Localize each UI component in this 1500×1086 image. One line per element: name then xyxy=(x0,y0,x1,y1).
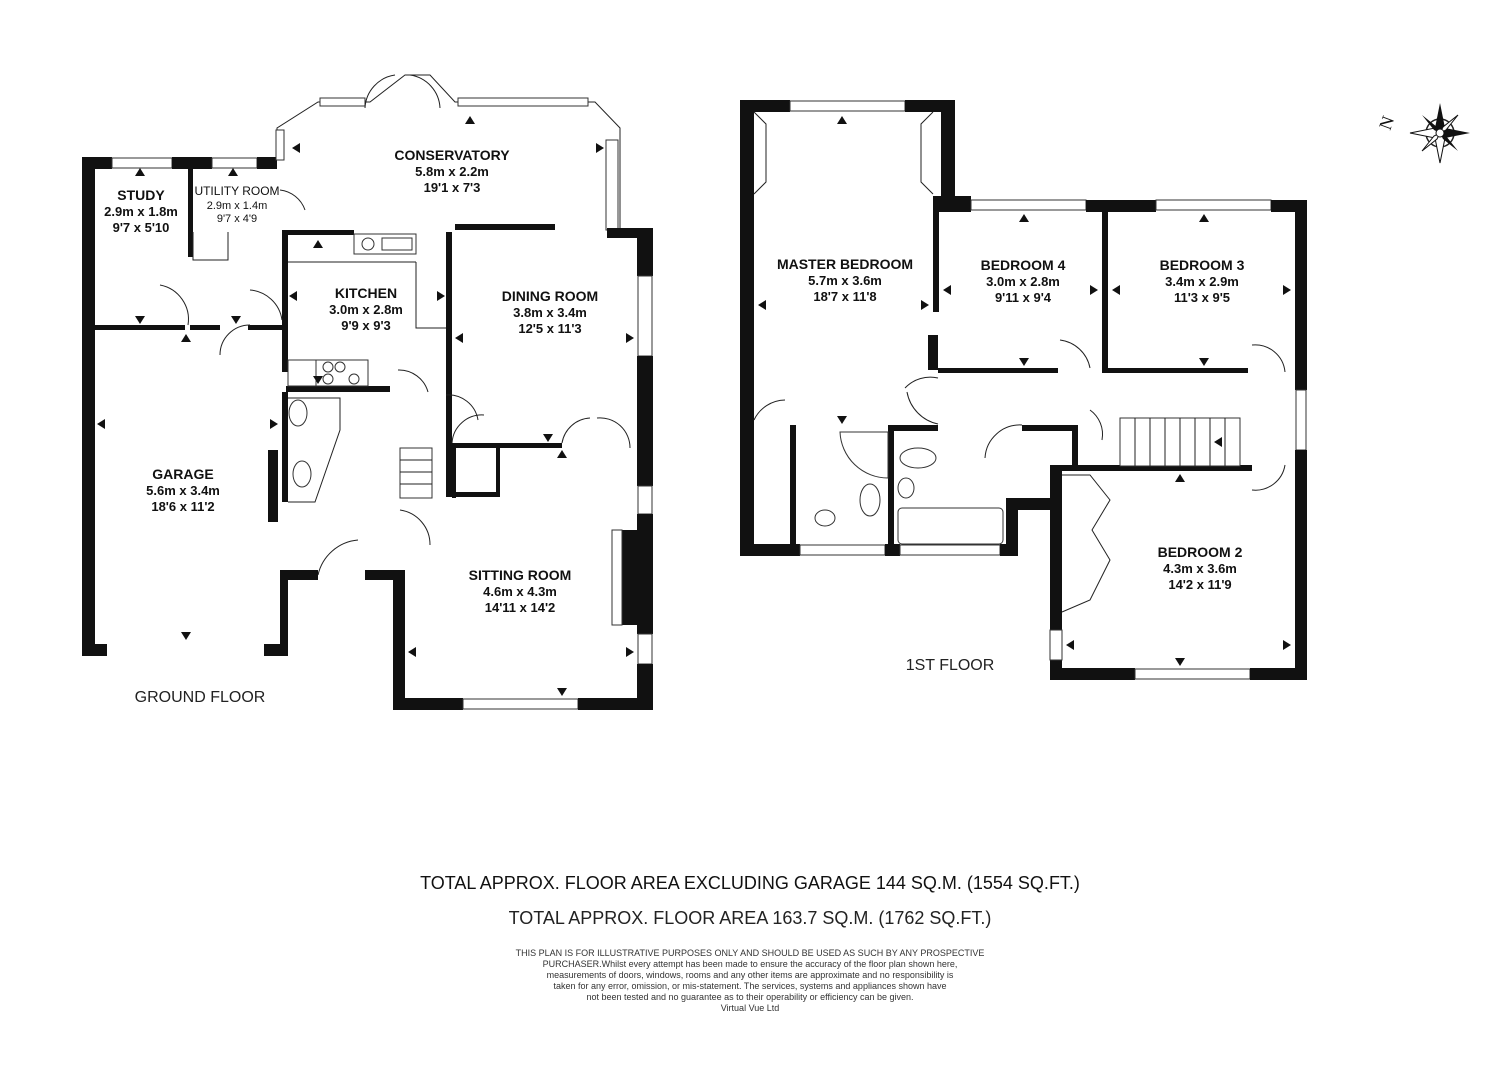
room-metric: 2.9m x 1.4m xyxy=(207,200,268,212)
room-imperial: 18'6 x 11'2 xyxy=(151,499,214,514)
room-name: BEDROOM 3 xyxy=(1160,257,1245,273)
room-imperial: 9'11 x 9'4 xyxy=(995,290,1052,305)
disclaimer-line: not been tested and no guarantee as to t… xyxy=(586,992,914,1002)
total-area: TOTAL APPROX. FLOOR AREA 163.7 SQ.M. (17… xyxy=(508,908,992,928)
room-metric: 3.0m x 2.8m xyxy=(329,302,403,317)
room-imperial: 11'3 x 9'5 xyxy=(1174,290,1230,305)
first-floor-walls xyxy=(740,100,1307,680)
room-name: SITTING ROOM xyxy=(469,567,572,583)
room-conservatory: CONSERVATORY 5.8m x 2.2m 19'1 x 7'3 xyxy=(394,147,510,195)
room-name: MASTER BEDROOM xyxy=(777,256,913,272)
room-imperial: 19'1 x 7'3 xyxy=(424,180,481,195)
room-metric: 3.4m x 2.9m xyxy=(1165,274,1239,289)
room-bedroom-2: BEDROOM 2 4.3m x 3.6m 14'2 x 11'9 xyxy=(1158,544,1243,592)
room-name: CONSERVATORY xyxy=(394,147,510,163)
ground-floor-arrows xyxy=(97,116,634,696)
ground-floor-walls xyxy=(82,74,653,710)
disclaimer-line: PURCHASER.Whilst every attempt has been … xyxy=(542,959,958,969)
room-kitchen: KITCHEN 3.0m x 2.8m 9'9 x 9'3 xyxy=(329,285,403,333)
room-dining-room: DINING ROOM 3.8m x 3.4m 12'5 x 11'3 xyxy=(502,288,598,336)
room-bedroom-4: BEDROOM 4 3.0m x 2.8m 9'11 x 9'4 xyxy=(981,257,1066,305)
room-imperial: 9'9 x 9'3 xyxy=(341,318,391,333)
disclaimer-line: Virtual Vue Ltd xyxy=(720,1003,780,1013)
room-name: GARAGE xyxy=(152,466,213,482)
room-imperial: 14'11 x 14'2 xyxy=(485,600,556,615)
room-name: UTILITY ROOM xyxy=(194,184,279,198)
disclaimer-line: THIS PLAN IS FOR ILLUSTRATIVE PURPOSES O… xyxy=(515,948,985,958)
room-imperial: 12'5 x 11'3 xyxy=(518,321,581,336)
ground-floor-label: GROUND FLOOR xyxy=(135,689,266,706)
room-metric: 3.0m x 2.8m xyxy=(986,274,1060,289)
ground-floor-fittings xyxy=(159,74,631,576)
first-floor-arrows xyxy=(758,116,1291,666)
room-garage: GARAGE 5.6m x 3.4m 18'6 x 11'2 xyxy=(146,466,220,514)
room-metric: 3.8m x 3.4m xyxy=(513,305,587,320)
room-name: BEDROOM 2 xyxy=(1158,544,1243,560)
first-floor-fittings xyxy=(753,111,1286,613)
room-name: DINING ROOM xyxy=(502,288,598,304)
disclaimer-line: measurements of doors, windows, rooms an… xyxy=(546,970,954,980)
room-metric: 5.8m x 2.2m xyxy=(415,164,489,179)
room-metric: 2.9m x 1.8m xyxy=(104,204,178,219)
room-imperial: 9'7 x 4'9 xyxy=(217,213,257,225)
room-metric: 5.7m x 3.6m xyxy=(808,273,882,288)
room-utility-room: UTILITY ROOM 2.9m x 1.4m 9'7 x 4'9 xyxy=(194,184,279,225)
disclaimer-line: taken for any error, omission, or mis-st… xyxy=(553,981,947,991)
room-bedroom-3: BEDROOM 3 3.4m x 2.9m 11'3 x 9'5 xyxy=(1160,257,1245,305)
first-floor-label: 1ST FLOOR xyxy=(906,657,995,674)
room-name: STUDY xyxy=(117,187,165,203)
room-metric: 4.3m x 3.6m xyxy=(1163,561,1237,576)
room-metric: 5.6m x 3.4m xyxy=(146,483,220,498)
room-sitting-room: SITTING ROOM 4.6m x 4.3m 14'11 x 14'2 xyxy=(469,567,572,615)
compass-north-letter: N xyxy=(1375,113,1398,132)
compass-rose-icon: N xyxy=(1375,103,1470,164)
room-master-bedroom: MASTER BEDROOM 5.7m x 3.6m 18'7 x 11'8 xyxy=(777,256,913,304)
room-metric: 4.6m x 4.3m xyxy=(483,584,557,599)
room-name: KITCHEN xyxy=(335,285,397,301)
disclaimer: THIS PLAN IS FOR ILLUSTRATIVE PURPOSES O… xyxy=(0,948,1500,1014)
room-imperial: 18'7 x 11'8 xyxy=(813,289,876,304)
room-name: BEDROOM 4 xyxy=(981,257,1066,273)
room-study: STUDY 2.9m x 1.8m 9'7 x 5'10 xyxy=(104,187,178,235)
room-imperial: 14'2 x 11'9 xyxy=(1168,577,1231,592)
total-area-excluding-garage: TOTAL APPROX. FLOOR AREA EXCLUDING GARAG… xyxy=(420,873,1080,893)
room-imperial: 9'7 x 5'10 xyxy=(113,220,170,235)
